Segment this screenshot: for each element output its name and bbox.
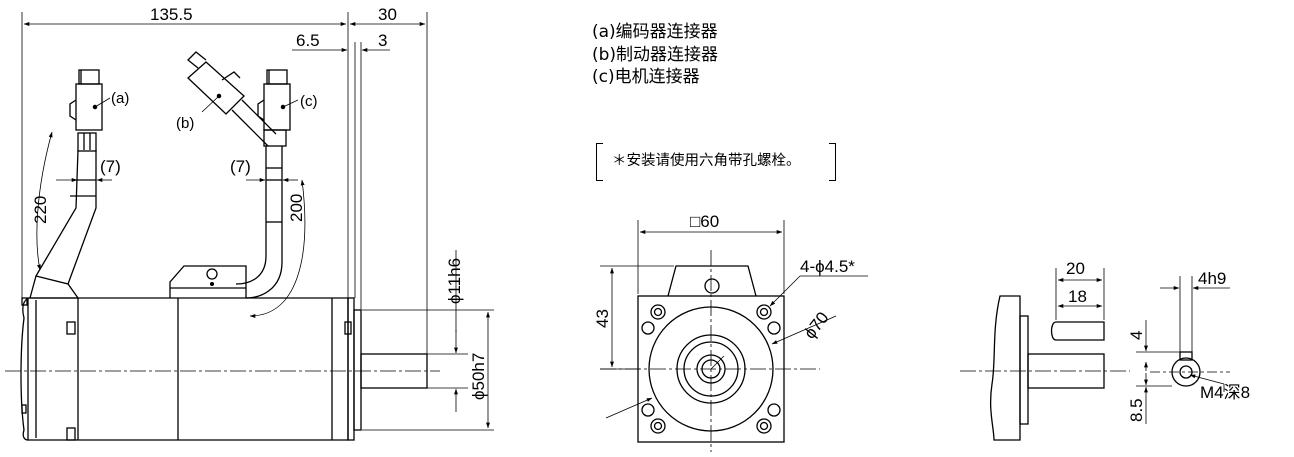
install-note-box: ＊安装请使用六角带孔螺栓。: [596, 143, 836, 181]
dim-3: 3: [378, 31, 387, 50]
dim-square-60: □60: [690, 212, 719, 231]
dim-bend-220: 220: [31, 196, 50, 224]
legend-motor-connector: (c)电机连接器: [592, 67, 700, 87]
dim-height-43: 43: [593, 309, 612, 328]
cable-housing: [169, 265, 247, 298]
dim-shaft-dia: ϕ11h6: [445, 258, 464, 304]
motor-body: [27, 297, 349, 441]
shaft-detail: [960, 268, 1230, 441]
dim-4: 4: [1127, 331, 1146, 340]
connector-legend: (a)编码器连接器 (b)制动器连接器 (c)电机连接器: [592, 21, 718, 89]
mounting-holes: [641, 304, 781, 434]
dim-8-5: 8.5: [1127, 398, 1146, 422]
encoder-cap: [20, 297, 29, 441]
body-slot-bottom: [66, 427, 76, 441]
shaft-detail-flange: [989, 295, 1021, 441]
dim-6-5: 6.5: [296, 31, 320, 50]
flange: [347, 297, 355, 441]
dim-pcd-70: ϕ70: [800, 308, 832, 342]
connector-a: [69, 69, 103, 131]
connector-c: [257, 69, 291, 131]
front-view-dimensions: □60 43 4-ϕ4.5* ϕ70: [593, 212, 855, 342]
legend-encoder-connector: (a)编码器连接器: [592, 22, 718, 42]
bracket-left: [596, 143, 603, 181]
front-view: [600, 220, 868, 452]
shaft: [360, 353, 428, 389]
side-view-dimensions: 135.5 30 6.5 3 (a) (b) (c) (7) (7) 220 2…: [31, 5, 488, 400]
label-a: (a): [111, 90, 129, 107]
label-b: (b): [176, 115, 194, 132]
dim-4h9: 4h9: [1198, 269, 1226, 288]
dim-135-5: 135.5: [150, 5, 193, 24]
label-c: (c): [300, 93, 318, 110]
dim-20: 20: [1066, 259, 1085, 278]
shaft-detail-dimensions: 20 18 4h9 4 8.5 M4深8: [1066, 259, 1250, 422]
body-slot-top: [66, 321, 76, 335]
spigot: [353, 309, 362, 431]
dim-holes: 4-ϕ4.5*: [800, 257, 855, 276]
dim-18: 18: [1068, 287, 1087, 306]
dim-cable-a: (7): [100, 157, 121, 176]
dim-cable-c: (7): [230, 157, 251, 176]
dim-30: 30: [378, 5, 397, 24]
dim-tap: M4深8: [1200, 383, 1250, 402]
side-view: [5, 12, 494, 441]
dim-bend-200: 200: [287, 194, 306, 222]
shaft-detail-key: [1050, 321, 1105, 341]
legend-brake-connector: (b)制动器连接器: [592, 44, 719, 65]
dim-spigot-dia: ϕ50h7: [469, 353, 488, 400]
front-cable-housing: [667, 265, 757, 297]
install-note: ＊安装请使用六角带孔螺栓。: [612, 153, 801, 169]
bracket-right: [829, 143, 836, 181]
connector-b: [187, 51, 245, 115]
